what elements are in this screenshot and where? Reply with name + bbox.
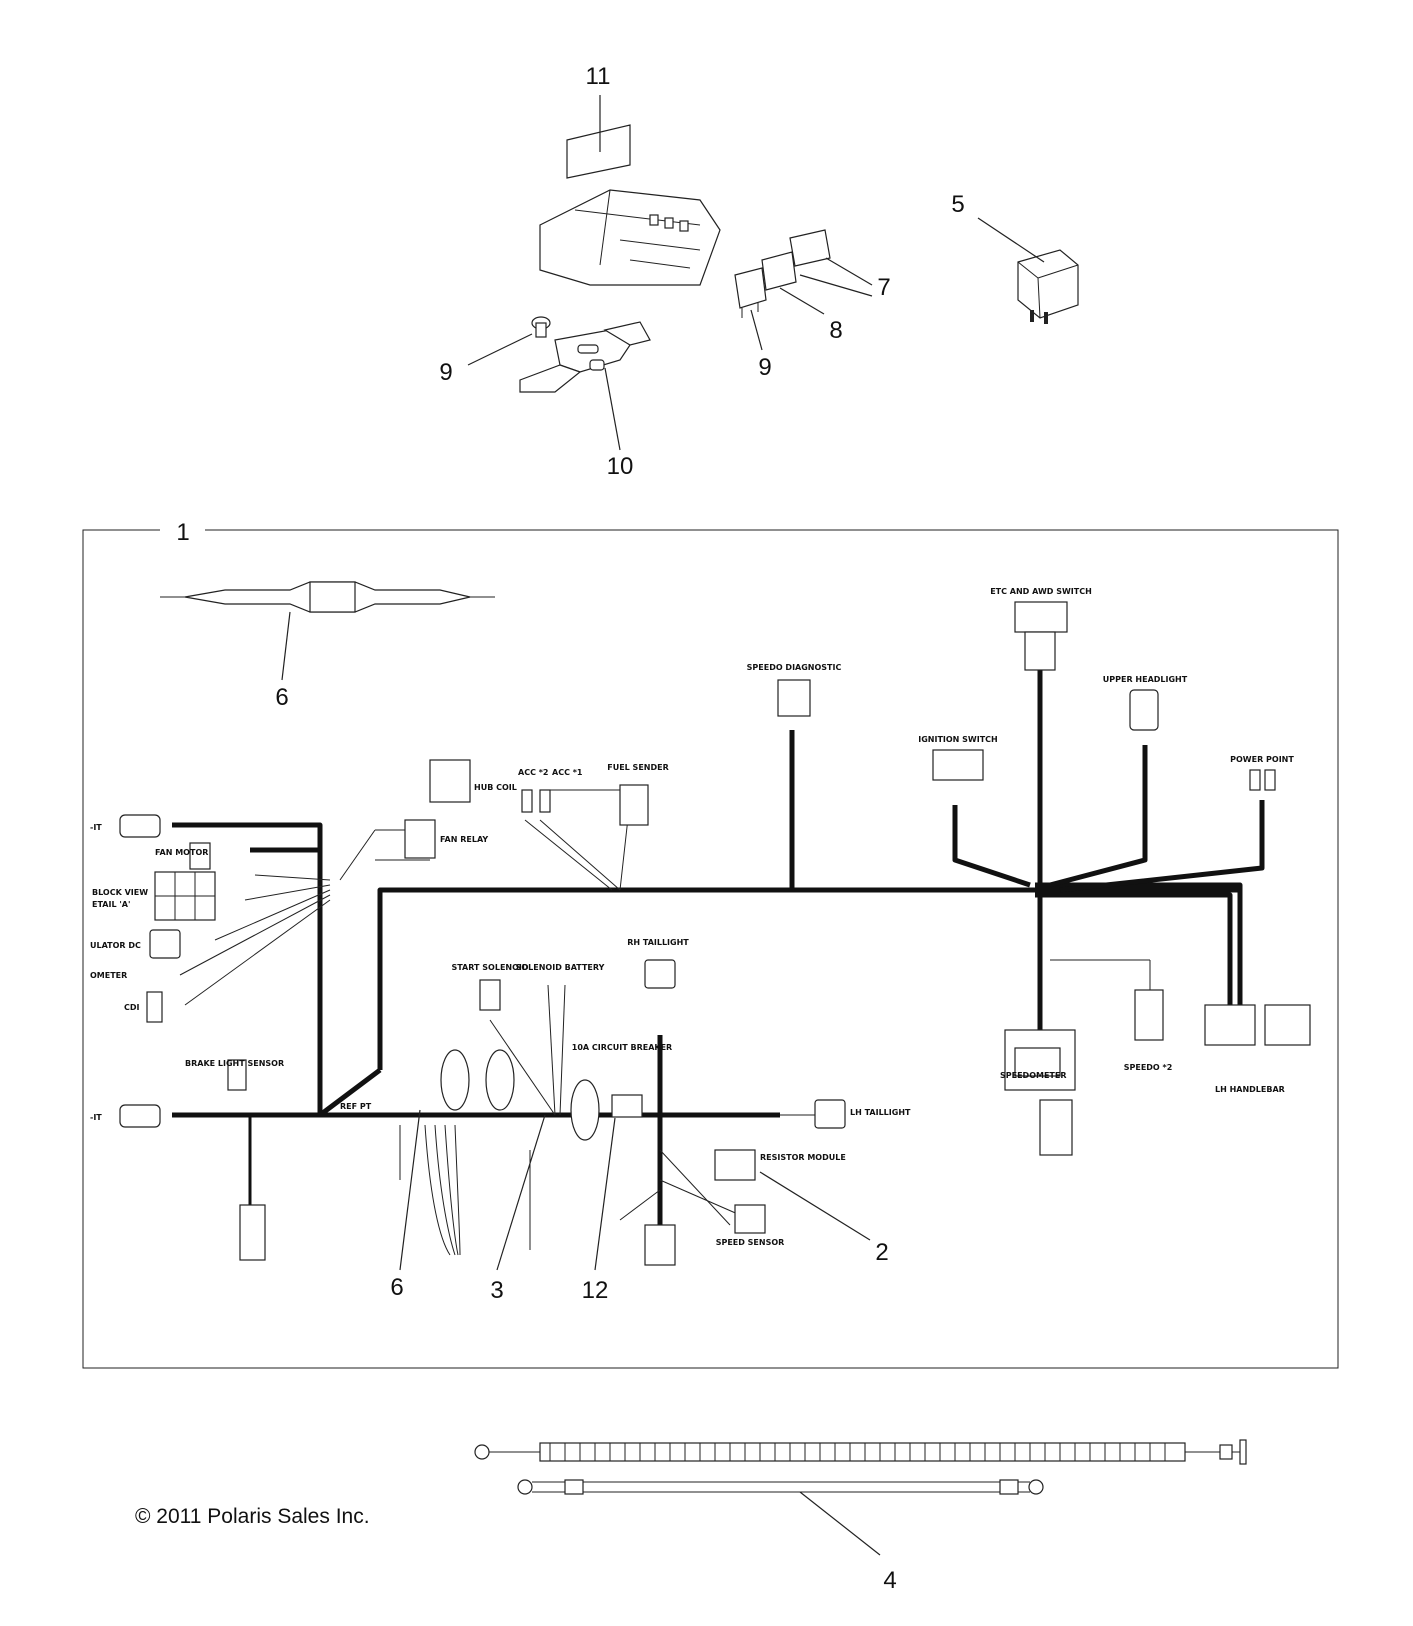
- part-10-screw: 9: [439, 316, 551, 386]
- breaker-lower-connector: [644, 1224, 676, 1266]
- label-it-bottom: -IT: [90, 1113, 102, 1122]
- splices: [440, 1049, 600, 1141]
- fan-relay-connector: [404, 819, 436, 859]
- label-hub-coil: HUB COIL: [474, 783, 517, 792]
- label-speed-sensor: SPEED SENSOR: [716, 1238, 785, 1247]
- etc-awd-switch-connector: [1014, 601, 1068, 633]
- label-resistor-module: RESISTOR MODULE: [760, 1153, 846, 1162]
- pin-view-detail: [1039, 1099, 1073, 1156]
- label-upper-headlight: UPPER HEADLIGHT: [1103, 675, 1188, 684]
- label-it-top: -IT: [90, 823, 102, 832]
- label-solenoid-battery: SOLENOID BATTERY: [516, 963, 605, 972]
- label-fan-motor: FAN MOTOR: [155, 848, 208, 857]
- circuit-breaker: [611, 1094, 643, 1118]
- resistor-module: [714, 1149, 756, 1181]
- callout-8: 8: [829, 317, 842, 344]
- harness-frame: 1: [82, 519, 1339, 1369]
- part-6-wire-wrap: 6: [160, 581, 495, 711]
- callout-13: 11: [586, 63, 611, 90]
- thin-leads: [179, 789, 1151, 1256]
- label-lh-handlebar: LH HANDLEBAR: [1215, 1085, 1285, 1094]
- rh-taillight-connector: [644, 959, 676, 989]
- it-connector-bottom: [119, 1104, 161, 1128]
- label-speedometer-visible: SPEEDOMETER: [1000, 1071, 1067, 1080]
- label-regulator-dc: ULATOR DC: [90, 941, 141, 950]
- callout-4: 4: [883, 1567, 896, 1594]
- label-lh-taillight: LH TAILLIGHT: [850, 1108, 911, 1117]
- part-11-bracket: 10: [519, 321, 651, 480]
- label-power-point: POWER POINT: [1230, 755, 1294, 764]
- label-speedo-diagnostic: SPEEDO DIAGNOSTIC: [747, 663, 842, 672]
- parts-7-8-9-fuses: 7 8 9 9: [734, 229, 891, 381]
- label-detail-a: ETAIL 'A': [92, 900, 130, 909]
- hub-coil-connector: [429, 759, 471, 803]
- part-5-relay: 5: [951, 191, 1079, 324]
- callout-3: 3: [490, 1277, 503, 1304]
- part-4-battery-cables: 4: [474, 1439, 1247, 1594]
- lh-handlebar-connector-a: [1204, 1004, 1256, 1046]
- component-labels: ACC *2 ACC *1 FUEL SENDER SPEEDO DIAGNOS…: [90, 587, 1294, 1247]
- label-odometer: OMETER: [90, 971, 127, 980]
- speedo-diagnostic-connector: [777, 679, 811, 717]
- callout-7: 7: [877, 274, 890, 301]
- label-fuel-sender: FUEL SENDER: [607, 763, 669, 772]
- fuse-box: [539, 189, 721, 286]
- cdi-connector: [146, 991, 163, 1023]
- acc1-connector: [539, 789, 551, 813]
- callout-9b: 9: [758, 354, 771, 381]
- callout-10: 9: [439, 359, 452, 386]
- callout-1: 1: [176, 519, 189, 546]
- it-connector-top: [119, 814, 161, 838]
- fuel-sender-connector: [619, 784, 649, 826]
- connectors: [119, 601, 1311, 1266]
- speedo2-connector: [1134, 989, 1164, 1041]
- callout-11: 10: [607, 453, 634, 480]
- harness-trunks: [172, 670, 1265, 1250]
- label-start-solenoid: START SOLENOID: [451, 963, 528, 972]
- speedometer-socket: [1014, 1047, 1061, 1077]
- part-13-label: 11: [566, 63, 631, 179]
- callout-6-bottom: 6: [390, 1274, 403, 1301]
- label-cdi: CDI: [124, 1003, 140, 1012]
- regulator-connector: [149, 929, 181, 959]
- label-rh-taillight: RH TAILLIGHT: [627, 938, 689, 947]
- label-speedo2: SPEEDO *2: [1124, 1063, 1173, 1072]
- power-point-connector-a: [1249, 769, 1261, 791]
- brake-light-sensor-connector: [227, 1059, 247, 1091]
- upper-headlight-connector: [1129, 689, 1159, 731]
- label-circuit-breaker: 10A CIRCUIT BREAKER: [572, 1043, 672, 1052]
- callout-6-top: 6: [275, 684, 288, 711]
- speed-sensor-connector: [734, 1204, 766, 1234]
- ignition-switch-connector: [932, 749, 984, 781]
- acc2-connector: [521, 789, 533, 813]
- label-block-view: BLOCK VIEW: [92, 888, 148, 897]
- callout-12: 12: [582, 1277, 609, 1304]
- copyright-text: © 2011 Polaris Sales Inc.: [135, 1505, 370, 1528]
- label-brake-light-sensor: BRAKE LIGHT SENSOR: [185, 1059, 284, 1068]
- label-acc2: ACC *2: [518, 768, 548, 777]
- power-point-connector-b: [1264, 769, 1276, 791]
- lh-taillight-connector: [814, 1099, 846, 1129]
- label-ref-pt: REF PT: [340, 1102, 372, 1111]
- etc-awd-switch-body: [1024, 631, 1056, 671]
- callout-2: 2: [875, 1239, 888, 1266]
- fan-motor-connector: [189, 842, 211, 870]
- label-fan-relay: FAN RELAY: [440, 835, 488, 844]
- label-acc1: ACC *1: [552, 768, 583, 777]
- label-ignition-switch: IGNITION SWITCH: [918, 735, 998, 744]
- label-etc-awd-switch: ETC AND AWD SWITCH: [990, 587, 1092, 596]
- start-solenoid-connector: [479, 979, 501, 1011]
- callout-5: 5: [951, 191, 964, 218]
- lh-handlebar-connector-b: [1264, 1004, 1311, 1046]
- bottom-callouts: 6 3 12 2: [390, 1109, 889, 1304]
- lower-drop-connector: [239, 1204, 266, 1261]
